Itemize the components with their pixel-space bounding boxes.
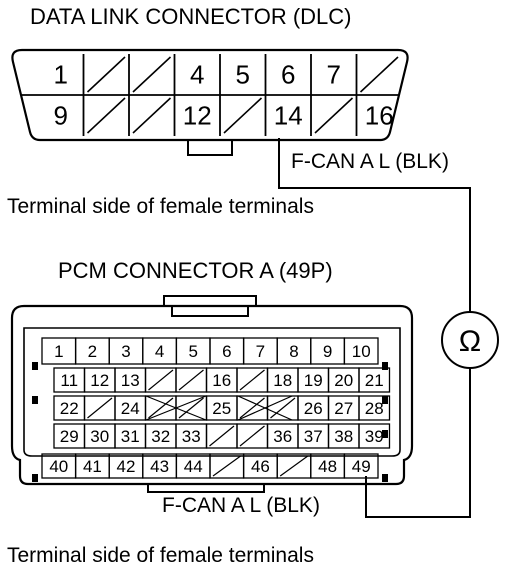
pcm-terminal-label: 42: [117, 457, 136, 476]
pcm-empty-slot: [209, 425, 235, 447]
dlc-terminal-label: 14: [274, 101, 303, 131]
pcm-terminal-label: 13: [121, 371, 140, 390]
dlc-terminal-label: 9: [54, 101, 68, 131]
pcm-terminal-label: 43: [150, 457, 169, 476]
dlc-empty-slot: [359, 56, 399, 93]
pcm-terminal-label: 32: [151, 427, 170, 446]
dlc-empty-slot: [132, 97, 172, 134]
pcm-empty-slot: [212, 455, 241, 477]
pcm-empty-slot: [239, 397, 265, 419]
pcm-terminal-label: 40: [49, 457, 68, 476]
pcm-terminal-label: 44: [184, 457, 203, 476]
pcm-terminal-label: 20: [334, 371, 353, 390]
pcm-latch: [163, 295, 257, 317]
pcm-terminal-label: 3: [121, 342, 130, 361]
pcm-wire: [365, 368, 471, 518]
pcm-side-markers: [32, 362, 388, 482]
pcm-terminal-label: 36: [273, 427, 292, 446]
pcm-cell: [358, 395, 391, 421]
pcm-terminal-label: 8: [289, 342, 298, 361]
pcm-terminal-label: 27: [334, 399, 353, 418]
pcm-terminal-label: 28: [365, 399, 384, 418]
pcm-cell: [343, 337, 379, 365]
pcm-terminal-label: 11: [60, 371, 78, 390]
pcm-cell: [358, 423, 391, 449]
pcm-blocked-mark: [237, 395, 293, 421]
pcm-terminal-label: 24: [121, 399, 140, 418]
pcm-terminal-label: 18: [273, 371, 292, 390]
pcm-terminal-label: 12: [90, 371, 109, 390]
pcm-terminal-label: 39: [365, 427, 384, 446]
dlc-terminal-label: 6: [281, 60, 295, 90]
pcm-empty-slot: [178, 369, 204, 391]
pcm-terminal-label: 6: [222, 342, 231, 361]
dlc-title: DATA LINK CONNECTOR (DLC): [30, 4, 351, 29]
pcm-empty-slot: [148, 369, 174, 391]
pcm-terminal-label: 33: [182, 427, 201, 446]
pcm-terminal-label: 16: [212, 371, 231, 390]
pcm-terminal-label: 9: [323, 342, 332, 361]
dlc-connector-body: [11, 48, 409, 142]
pcm-empty-slot: [239, 369, 265, 391]
pcm-terminal-label: 30: [90, 427, 109, 446]
pcm-terminal-label: 25: [212, 399, 231, 418]
pcm-terminal-label: 19: [304, 371, 323, 390]
dlc-terminal-label: 1: [54, 60, 68, 90]
pcm-terminal-label: 26: [304, 399, 323, 418]
pcm-terminal-label: 38: [334, 427, 353, 446]
pcm-empty-slot: [178, 397, 204, 419]
pcm-terminal-label: 49: [352, 457, 371, 476]
pcm-terminal-label: 48: [318, 457, 337, 476]
dlc-terminal-label: 5: [236, 60, 250, 90]
pcm-cell: [343, 453, 379, 479]
dlc-caption: Terminal side of female terminals: [7, 195, 314, 218]
pcm-terminal-label: 21: [365, 371, 384, 390]
pcm-terminal-label: 7: [256, 342, 265, 361]
pcm-terminal-label: 46: [251, 457, 270, 476]
pcm-terminal-label: 5: [188, 342, 197, 361]
pcm-terminal-label: 10: [352, 342, 371, 361]
pcm-terminal-label: 29: [60, 427, 79, 446]
pcm-empty-slot: [279, 455, 309, 477]
ohm-symbol: Ω: [459, 325, 481, 358]
dlc-wire-label: F-CAN A L (BLK): [291, 150, 449, 173]
pcm-terminal-label: 37: [304, 427, 323, 446]
pcm-terminal-label: 41: [83, 457, 102, 476]
dlc-wire: [278, 138, 471, 312]
dlc-empty-slot: [132, 56, 172, 93]
pcm-empty-slot: [87, 397, 113, 419]
pcm-terminal-label: 22: [60, 399, 79, 418]
dlc-empty-slot: [314, 97, 354, 134]
pcm-empty-slot: [239, 425, 265, 447]
pcm-terminal-label: 31: [121, 427, 140, 446]
pcm-terminal-label: 1: [54, 342, 63, 361]
dlc-latch-tab: [187, 140, 233, 156]
dlc-terminal-label: 4: [190, 60, 204, 90]
pcm-bottom-key: [147, 484, 265, 493]
pcm-terminal-label: 4: [155, 342, 164, 361]
dlc-terminal-label: 16: [365, 101, 394, 131]
dlc-terminal-label: 12: [183, 101, 212, 131]
pcm-cell: [358, 367, 391, 393]
pcm-empty-slot: [148, 397, 174, 419]
dlc-empty-slot: [223, 97, 263, 134]
pcm-blocked-mark: [145, 395, 207, 421]
dlc-empty-slot: [86, 56, 126, 93]
pcm-wire-label: F-CAN A L (BLK): [162, 494, 320, 517]
dlc-terminal-label: 7: [327, 60, 341, 90]
pcm-connector-body: [10, 304, 414, 486]
pcm-title: PCM CONNECTOR A (49P): [58, 258, 333, 283]
pcm-terminal-label: 2: [88, 342, 97, 361]
pcm-empty-slot: [270, 397, 296, 419]
pcm-inner-frame: [23, 327, 401, 457]
pcm-caption: Terminal side of female terminals: [7, 544, 314, 567]
dlc-empty-slot: [86, 97, 126, 134]
